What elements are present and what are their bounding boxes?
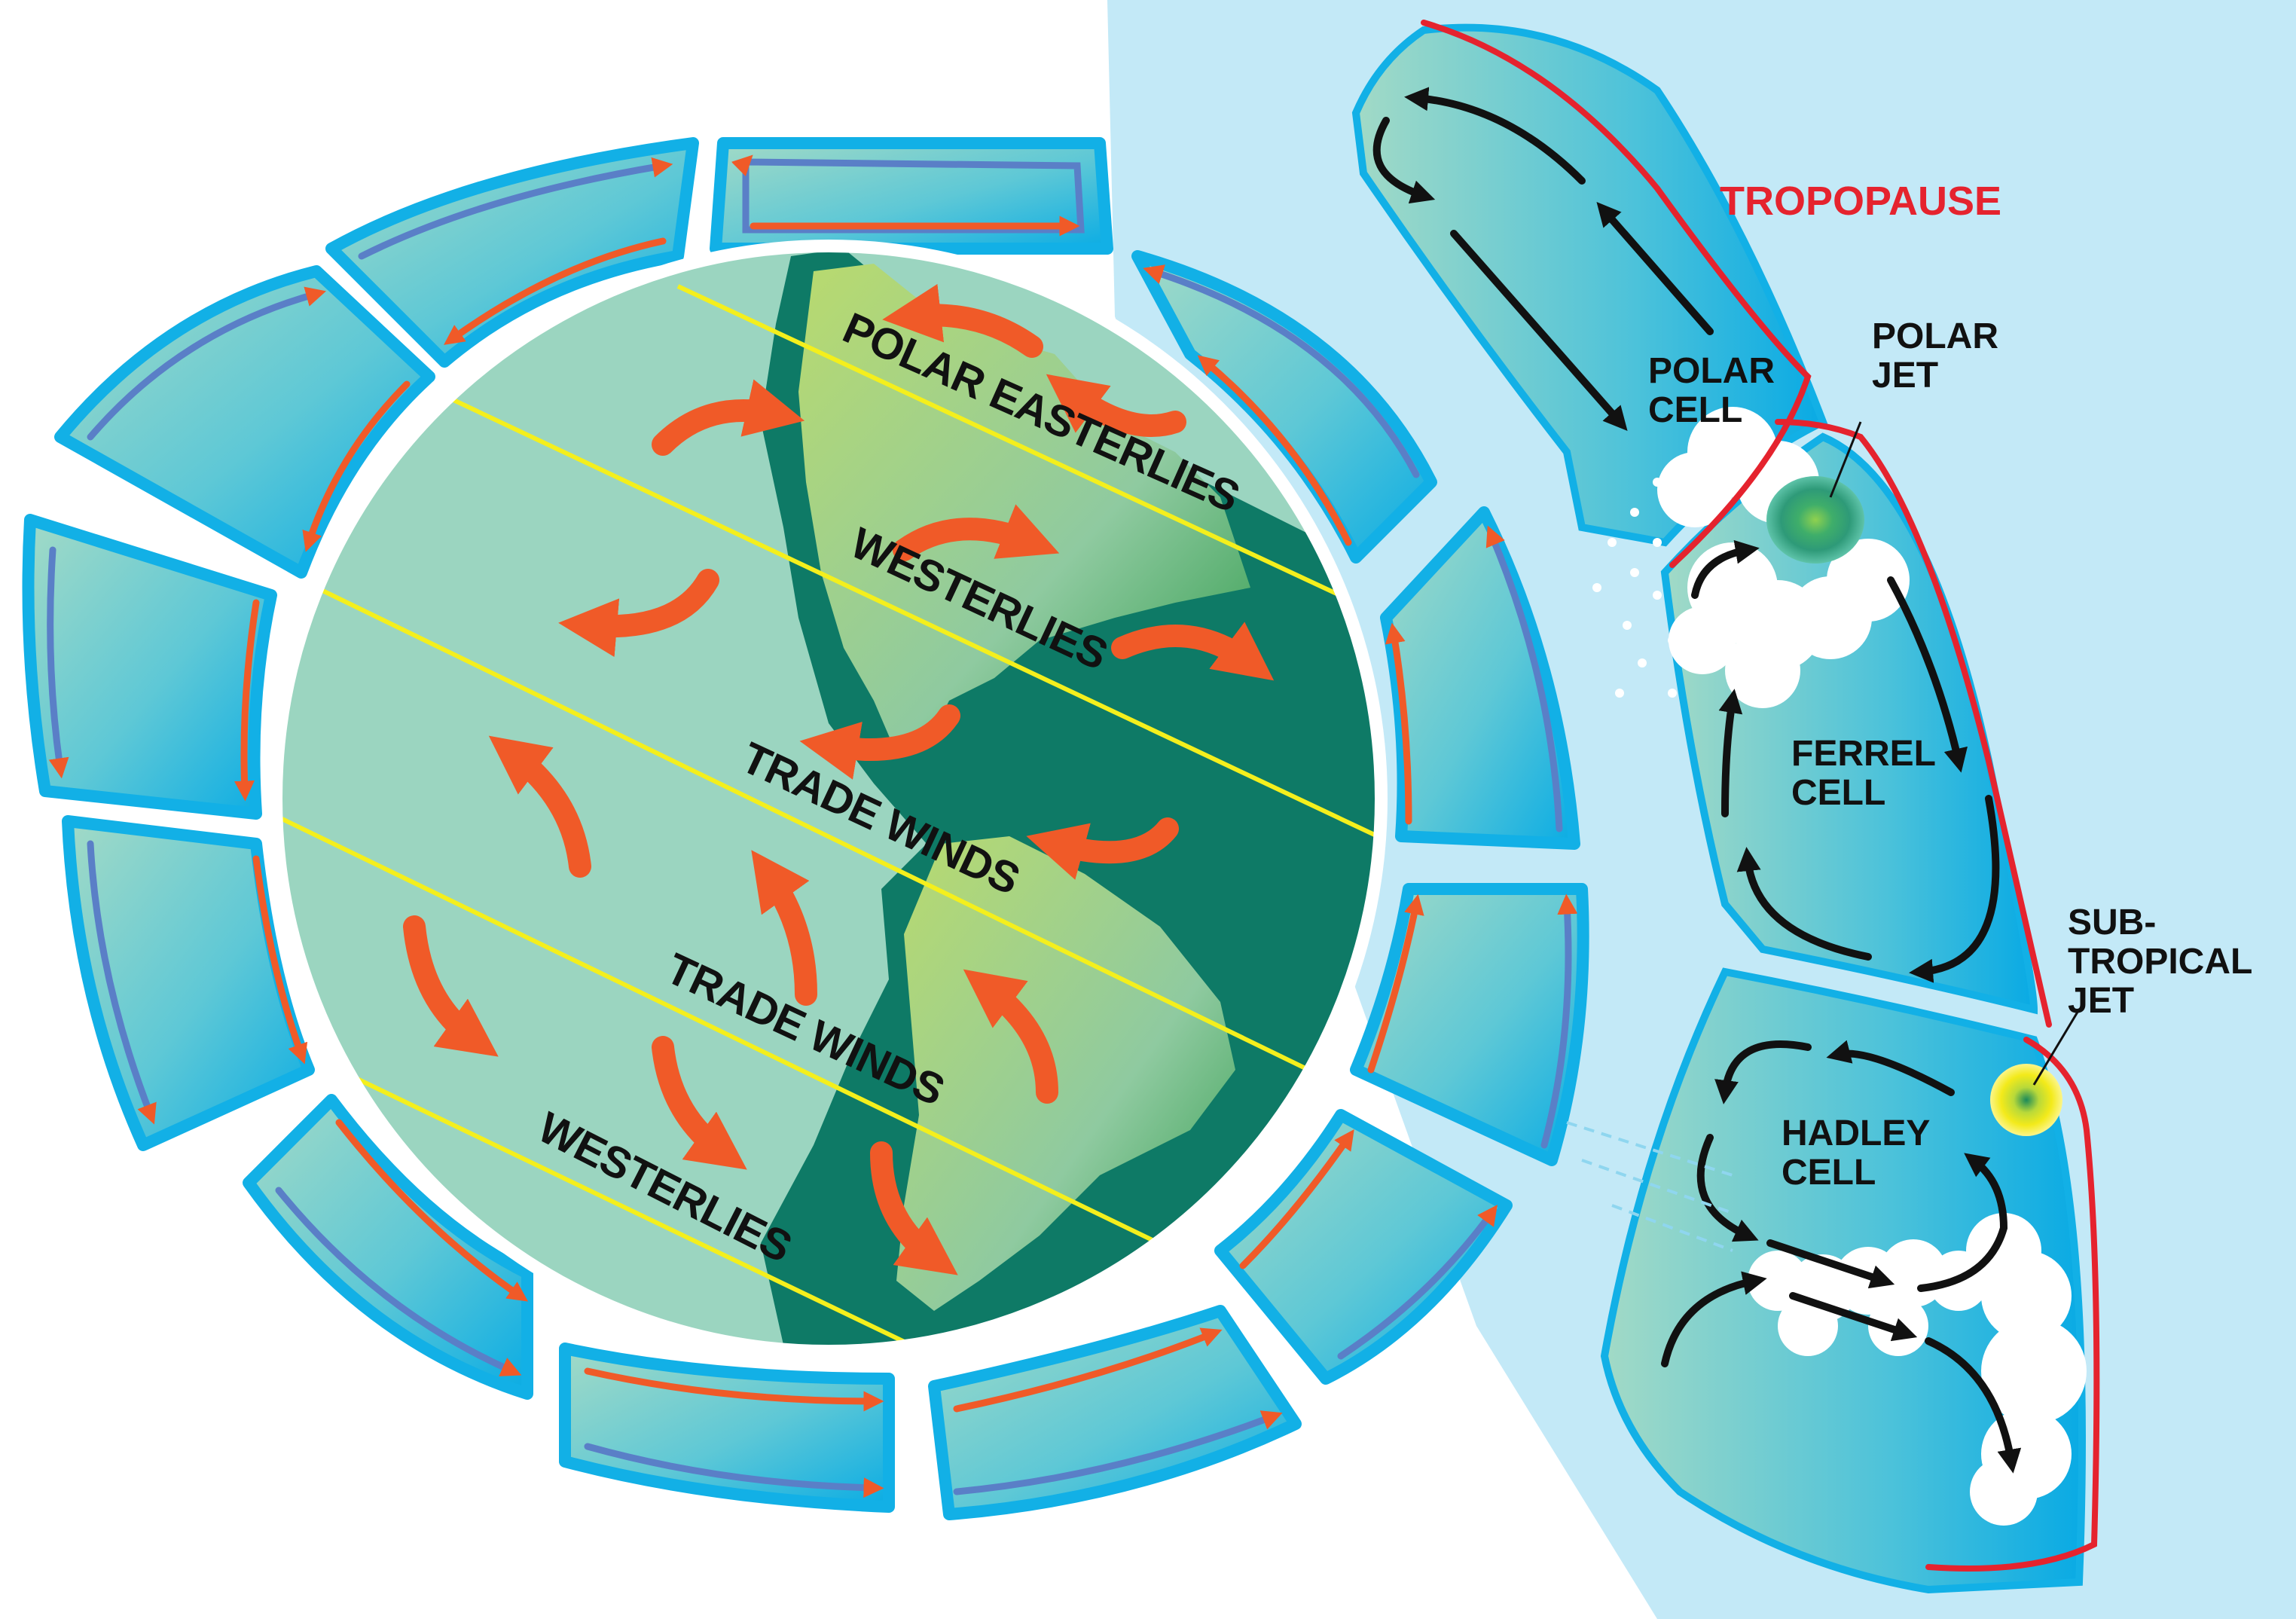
wind-arrow [652, 1036, 747, 1170]
ring-cell [710, 137, 1113, 255]
wind-arrow [882, 283, 1043, 358]
ring-cell [243, 1094, 533, 1400]
subtropical-jet-core [1990, 1064, 2062, 1136]
latitude-line [279, 811, 1207, 1268]
subtropical-jet-label-line2: TROPICAL [2068, 942, 2252, 982]
wind-arrow [403, 915, 499, 1057]
wind-arrow [963, 969, 1058, 1104]
polar-cell-label: POLAR CELL [1648, 351, 1785, 430]
tropopause-line [1421, 20, 2100, 1572]
south-america [896, 836, 1235, 1311]
polar-jet-label-line1: POLAR [1872, 316, 1998, 356]
subtropical-jet-label-line1: SUB- [2068, 903, 2156, 942]
subtropical-jet-label-line3: JET [2068, 981, 2134, 1021]
cross-section: TROPOPAUSE POLAR CELL FERREL CELL HADLEY… [1351, 20, 2262, 1594]
cell-flow-arrows [1372, 87, 2022, 1474]
ring-cell [928, 1305, 1302, 1520]
globe: POLAR EASTERLIES WESTERLIES TRADE WINDS … [270, 240, 1388, 1358]
latitude-line [353, 1075, 936, 1349]
polar-jet-leader [1829, 421, 1862, 498]
precipitation-dots [1592, 478, 1677, 698]
surface-wind-arrows [403, 283, 1275, 1275]
wind-arrow [893, 504, 1060, 561]
clouds [1657, 407, 2087, 1526]
ring-cell [325, 137, 699, 368]
hadley-cell-label-line2: CELL [1782, 1153, 1876, 1193]
polar-cell-label-line2: CELL [1648, 390, 1742, 430]
hadley-cell-label-line1: HADLEY [1782, 1113, 1930, 1153]
subtropical-jet-leader [2032, 1009, 2081, 1086]
tropopause-label: TROPOPAUSE [1720, 179, 2001, 224]
polar-jet-label: POLAR JET [1872, 316, 2008, 396]
ring-cell [54, 265, 435, 579]
wind-arrow [1026, 817, 1179, 880]
latitude-line [450, 397, 1379, 846]
ferrel-cell-label-line1: FERREL [1791, 734, 1935, 774]
wind-arrow [1111, 622, 1275, 681]
ring-cell [22, 514, 277, 820]
hadley-cell-label: HADLEY CELL [1782, 1113, 1940, 1193]
subtropical-jet-label: SUB- TROPICAL JET [2068, 903, 2262, 1021]
wind-arrow [751, 850, 817, 1006]
ring-cell [62, 815, 315, 1151]
polar-cell-label-line1: POLAR [1648, 351, 1775, 391]
ring-cell [559, 1343, 895, 1513]
polar-jet-label-line2: JET [1872, 356, 1938, 396]
circulation-cell-ring [22, 137, 1589, 1520]
ring-cell [1214, 1109, 1513, 1385]
polar-jet-core [1766, 476, 1864, 564]
wind-arrow [1046, 374, 1186, 437]
latitude-line [676, 284, 1357, 605]
ferrel-cell-label: FERREL CELL [1791, 734, 1945, 813]
inflow-dashes [1566, 1121, 1733, 1252]
wind-arrow [488, 735, 591, 878]
latitude-line [315, 585, 1379, 1110]
wind-arrow [870, 1141, 958, 1275]
wind-arrow [799, 704, 960, 780]
wind-arrow [558, 569, 719, 658]
wind-arrow [652, 379, 805, 456]
ferrel-cell-label-line2: CELL [1791, 773, 1885, 813]
ring-cell [1350, 883, 1589, 1166]
